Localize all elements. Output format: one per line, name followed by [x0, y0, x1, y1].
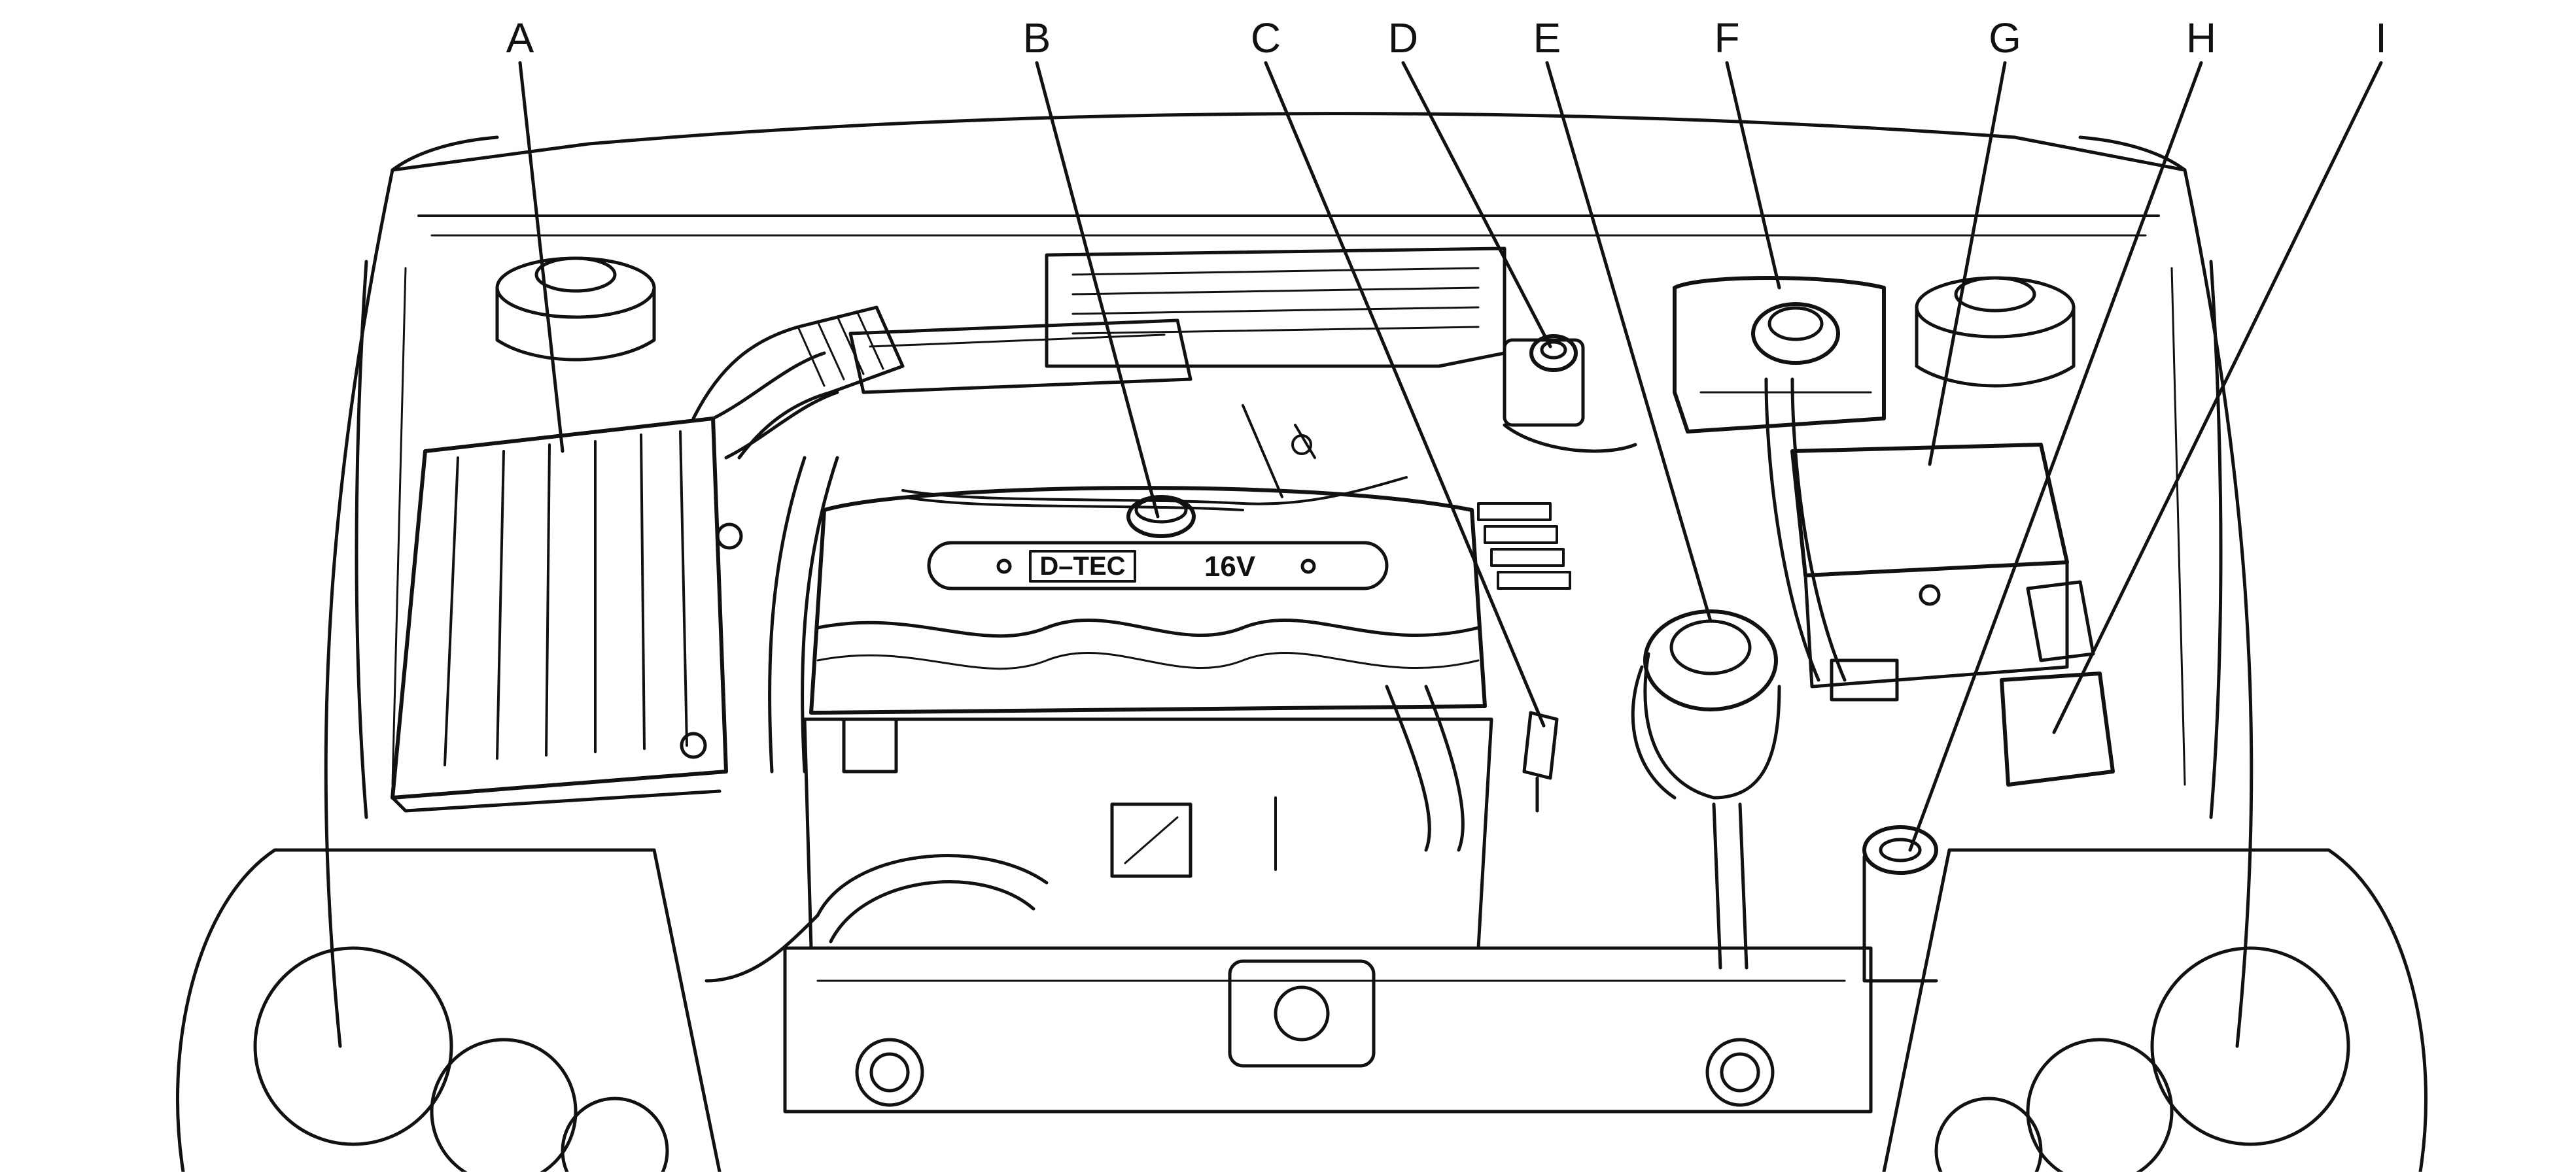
callout-label-d: D — [1388, 14, 1418, 61]
leader-line-h — [1908, 61, 2203, 852]
left-strut-tower — [495, 256, 656, 362]
callout-label-b: B — [1023, 14, 1051, 61]
leader-line-f — [1725, 61, 1781, 290]
radiator-support — [783, 946, 1873, 1114]
callout-label-g: G — [1989, 14, 2021, 61]
engine-block-front — [803, 717, 1493, 950]
hood-outline — [324, 112, 2254, 1048]
callout-label-c: C — [1251, 14, 1281, 61]
fuse-block — [2000, 580, 2115, 787]
brake-fluid-reservoir — [1503, 334, 1637, 453]
leader-line-d — [1401, 61, 1552, 349]
callout-label-e: E — [1533, 14, 1561, 61]
callout-label-h: H — [2186, 14, 2216, 61]
power-steering-reservoir — [1631, 609, 1781, 970]
leader-line-e — [1545, 61, 1713, 623]
valve-cover: D–TEC 16V — [809, 486, 1487, 715]
right-headlamp-housing — [1882, 848, 2428, 1175]
air-cleaner — [391, 351, 839, 813]
intake-duct — [691, 305, 905, 460]
engine-oil-dipstick — [1522, 711, 1559, 813]
callout-label-f: F — [1714, 14, 1739, 61]
battery — [1790, 443, 2069, 702]
ignition-coil-connectors — [1477, 502, 1571, 590]
callout-label-a: A — [506, 14, 534, 61]
washer-fluid-reservoir — [1862, 825, 1938, 983]
engine-oil-fill-cap — [1126, 495, 1196, 538]
callout-letters: A B C D E F G H I — [506, 14, 2387, 61]
upper-radiator-hose — [1385, 685, 1465, 852]
leader-line-c — [1264, 61, 1546, 728]
callout-label-i: I — [2375, 14, 2387, 61]
lower-hose — [705, 854, 1049, 983]
leader-line-b — [1035, 61, 1160, 519]
callout-leader-lines — [518, 61, 2383, 852]
leader-line-i — [2052, 61, 2383, 734]
coolant-surge-tank — [1673, 276, 1886, 682]
engine-upper-cover — [848, 247, 1506, 394]
badge-text-dtec: D–TEC — [1039, 552, 1125, 581]
badge-plate — [927, 541, 1389, 590]
right-strut-tower — [1915, 276, 2076, 388]
leader-line-a — [518, 61, 565, 453]
leader-line-g — [1928, 61, 2007, 466]
left-headlamp-housing — [176, 848, 722, 1175]
badge-text-16v: 16V — [1204, 551, 1256, 583]
radiator-hose-left — [768, 456, 839, 774]
wiring-harness — [901, 404, 1408, 511]
